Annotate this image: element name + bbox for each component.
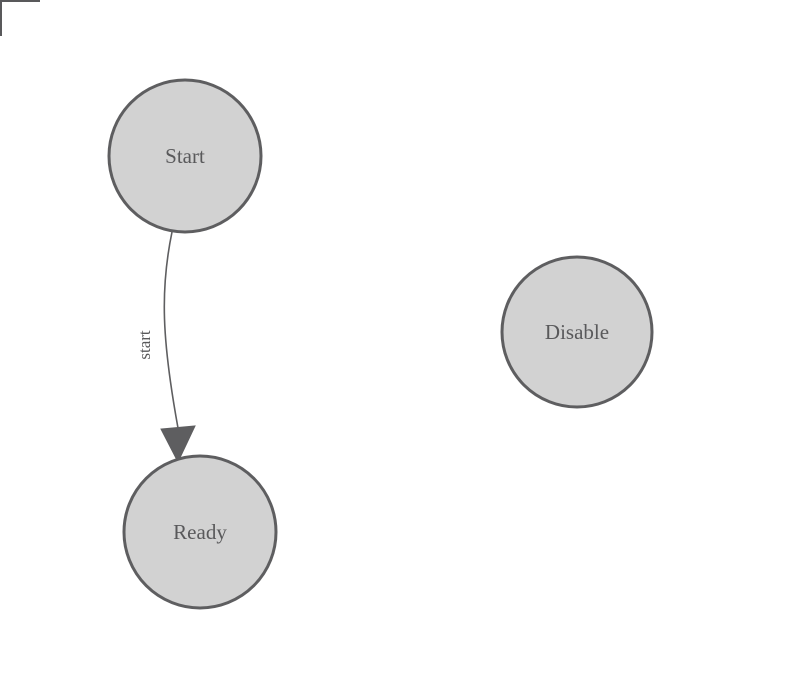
state-node-label: Ready	[173, 520, 227, 544]
state-node-start[interactable]: Start	[107, 78, 263, 234]
state-node-circle	[107, 78, 263, 234]
state-node-ready[interactable]: Ready	[122, 454, 278, 610]
state-node-label: Disable	[545, 320, 609, 344]
state-node-circle	[122, 454, 278, 610]
state-node-disable[interactable]: Disable	[500, 255, 654, 409]
state-node-label: Start	[165, 144, 205, 168]
frame-corner-mark	[0, 0, 40, 36]
edge-arrowhead-icon	[160, 425, 196, 464]
edge-start-to-ready[interactable]: start	[135, 231, 196, 464]
edge-path	[163, 231, 179, 429]
edge-label-start: start	[135, 330, 154, 360]
state-node-circle	[500, 255, 654, 409]
